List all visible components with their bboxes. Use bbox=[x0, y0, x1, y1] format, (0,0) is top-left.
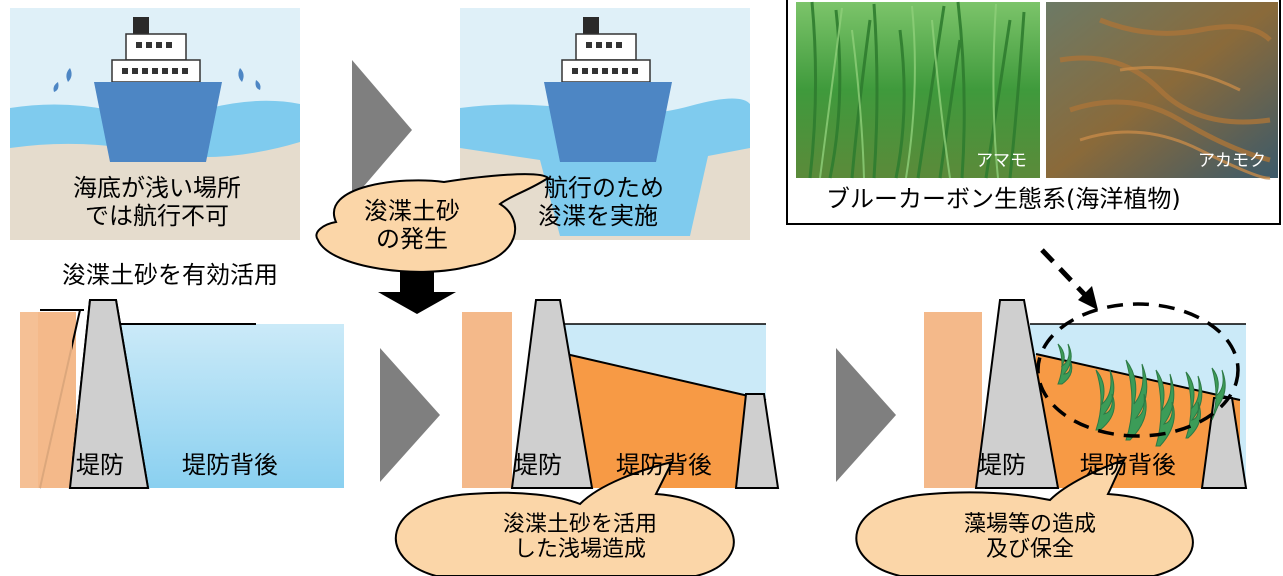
scene-dredging bbox=[460, 8, 750, 240]
scene-shallows-created bbox=[462, 299, 780, 489]
splash-icon bbox=[53, 68, 261, 92]
scene-dike-before bbox=[20, 299, 344, 489]
arrow-right-icon bbox=[836, 348, 896, 482]
amamo-label: アマモ bbox=[976, 151, 1027, 171]
dashed-arrow bbox=[1040, 248, 1098, 310]
callout-line: 浚渫土砂 bbox=[364, 197, 460, 225]
scene-shallow-seabed bbox=[10, 8, 300, 240]
shallows-callout: 浚渫土砂を活用 した浅場造成 bbox=[470, 512, 690, 563]
photo-amamo bbox=[796, 1, 1040, 179]
dredging-caption: 航行のため 浚渫を実施 bbox=[538, 174, 664, 230]
photo-akamoku bbox=[1046, 2, 1278, 180]
callout-line: 浚渫土砂を活用 bbox=[502, 512, 657, 537]
callout-line: 及び保全 bbox=[985, 537, 1074, 563]
dike-label: 堤防 bbox=[514, 451, 562, 479]
highlight-ellipse bbox=[1036, 302, 1240, 438]
behind-dike-label: 堤防背後 bbox=[182, 451, 278, 479]
shallow-seabed-caption: 海底が浅い場所 では航行不可 bbox=[32, 174, 282, 230]
caption-line: では航行不可 bbox=[85, 201, 229, 230]
callout-dredged-soil-bubble bbox=[315, 173, 550, 273]
dike-label: 堤防 bbox=[76, 451, 124, 479]
behind-dike-label: 堤防背後 bbox=[1080, 451, 1176, 479]
dike-label: 堤防 bbox=[978, 451, 1026, 479]
ship-icon bbox=[544, 17, 672, 162]
arrow-right-icon bbox=[380, 348, 440, 482]
caption-line: 海底が浅い場所 bbox=[73, 174, 241, 202]
effective-use-label: 浚渫土砂を有効活用 bbox=[62, 261, 278, 289]
dredged-soil-callout: 浚渫土砂 の発生 bbox=[332, 197, 492, 253]
seaweed-icon bbox=[1057, 343, 1226, 447]
blue-carbon-inset bbox=[786, 0, 1281, 225]
callout-line: の発生 bbox=[376, 224, 448, 253]
callout-line: 藻場等の造成 bbox=[963, 512, 1096, 537]
behind-dike-label: 堤防背後 bbox=[616, 451, 712, 479]
caption-line: 航行のため bbox=[544, 174, 664, 202]
arrow-down-icon bbox=[378, 272, 456, 314]
blue-carbon-caption: ブルーカーボン生態系(海洋植物) bbox=[826, 185, 1181, 213]
callout-shallows-bubble bbox=[395, 460, 735, 576]
seaweed-callout: 藻場等の造成 及び保全 bbox=[920, 512, 1140, 563]
caption-line: 浚渫を実施 bbox=[538, 201, 658, 230]
callout-line: した浅場造成 bbox=[513, 537, 646, 563]
callout-seaweed-bubble bbox=[855, 458, 1194, 576]
scene-seaweed-bed bbox=[924, 299, 1248, 489]
ship-icon bbox=[94, 17, 222, 162]
arrow-right-icon bbox=[352, 60, 412, 200]
akamoku-label: アカモク bbox=[1198, 151, 1266, 171]
